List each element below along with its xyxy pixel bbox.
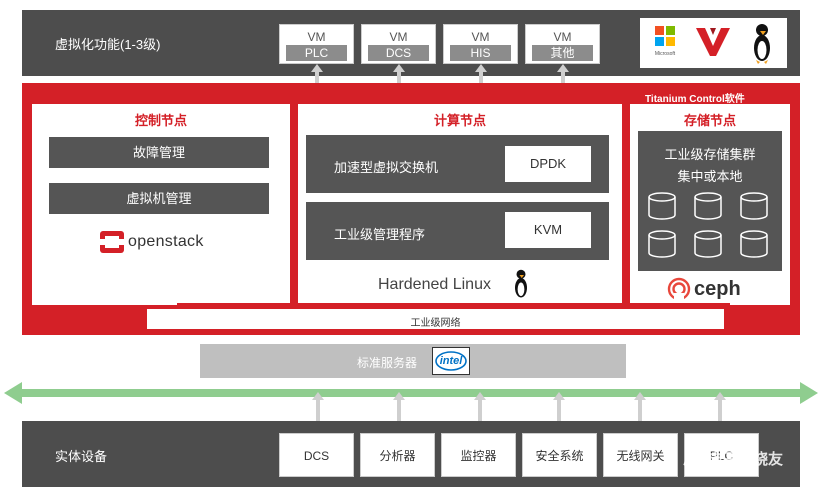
microsoft-text: Microsoft [654, 51, 676, 57]
vm-other[interactable]: VM 其他 [525, 24, 600, 64]
penguin-logo [750, 22, 774, 64]
ceph-icon [667, 277, 691, 301]
vm-title: VM [553, 30, 572, 44]
vm-sub: 其他 [532, 45, 593, 61]
watermark-text: 电子发烧友 [708, 450, 784, 468]
device-monitor[interactable]: 监控器 [441, 433, 516, 477]
device-label: 安全系统 [535, 449, 584, 463]
disk-icon [740, 230, 768, 258]
green-bus-arrow [4, 382, 818, 404]
openstack-logo: openstack [100, 230, 204, 254]
disk-icon [648, 192, 676, 220]
disk-icon [648, 230, 676, 258]
disk-icon [694, 230, 722, 258]
standard-server-bar [200, 344, 626, 378]
network-label: 工业级网络 [410, 318, 461, 329]
device-label: 分析器 [379, 449, 416, 463]
v-brand-icon [696, 28, 730, 56]
device-label: DCS [303, 449, 330, 463]
network-tab [147, 309, 724, 329]
device-label: PLC [709, 449, 734, 463]
storage-line-1: 工业级存储集群 [664, 147, 756, 162]
device-wireless-gateway[interactable]: 无线网关 [603, 433, 678, 477]
dpdk-label: DPDK [529, 156, 567, 171]
vm-dcs[interactable]: VM DCS [361, 24, 436, 64]
titanium-label: Titanium Control软件 [645, 94, 745, 105]
kvm-box[interactable]: KVM [505, 212, 591, 248]
vm-title: VM [307, 30, 326, 44]
network-bar [177, 303, 730, 307]
standard-server-label: 标准服务器 [357, 356, 418, 370]
watermark: 电子发烧友 [680, 445, 783, 471]
vm-plc[interactable]: VM PLC [279, 24, 354, 64]
fault-management-button[interactable]: 故障管理 [49, 137, 269, 168]
virtualization-label: 虚拟化功能(1-3级) [55, 37, 161, 52]
watermark-icon [683, 446, 703, 470]
microsoft-icon [655, 26, 675, 46]
control-node-title: 控制节点 [134, 113, 187, 128]
vm-sub: PLC [286, 45, 347, 61]
device-dcs[interactable]: DCS [279, 433, 354, 477]
vm-sub: HIS [450, 45, 511, 61]
vswitch-label: 加速型虚拟交换机 [334, 160, 439, 175]
disk-icon [740, 192, 768, 220]
vm-title: VM [471, 30, 490, 44]
compute-node-title: 计算节点 [433, 113, 486, 128]
device-safety-system[interactable]: 安全系统 [522, 433, 597, 477]
ceph-text: ceph [694, 277, 741, 300]
intel-text: intel [439, 355, 463, 367]
vm-management-label: 虚拟机管理 [126, 191, 192, 206]
vm-his[interactable]: VM HIS [443, 24, 518, 64]
device-analyzer[interactable]: 分析器 [360, 433, 435, 477]
tux-icon [754, 24, 770, 64]
vm-management-button[interactable]: 虚拟机管理 [49, 183, 269, 214]
intel-logo: intel [432, 347, 470, 375]
intel-icon [435, 351, 467, 371]
device-label: 无线网关 [616, 449, 665, 463]
disk-icon [694, 192, 722, 220]
vm-sub: DCS [368, 45, 429, 61]
storage-line-2: 集中或本地 [677, 169, 743, 184]
vm-title: VM [389, 30, 408, 44]
device-label: 监控器 [460, 449, 497, 463]
tux-icon [515, 269, 527, 298]
ceph-logo: ceph [667, 276, 741, 302]
linux-penguin [512, 266, 530, 302]
kvm-label: KVM [533, 222, 563, 237]
storage-node-title: 存储节点 [683, 113, 736, 128]
openstack-icon [100, 231, 124, 253]
openstack-text: openstack [128, 233, 204, 250]
hypervisor-label: 工业级管理程序 [334, 227, 426, 242]
fault-management-label: 故障管理 [132, 145, 185, 160]
dpdk-box[interactable]: DPDK [505, 146, 591, 182]
hardened-linux-label: Hardened Linux [378, 276, 491, 293]
microsoft-logo: Microsoft [652, 26, 678, 60]
physical-devices-label: 实体设备 [55, 449, 108, 464]
v-logo [696, 28, 730, 56]
